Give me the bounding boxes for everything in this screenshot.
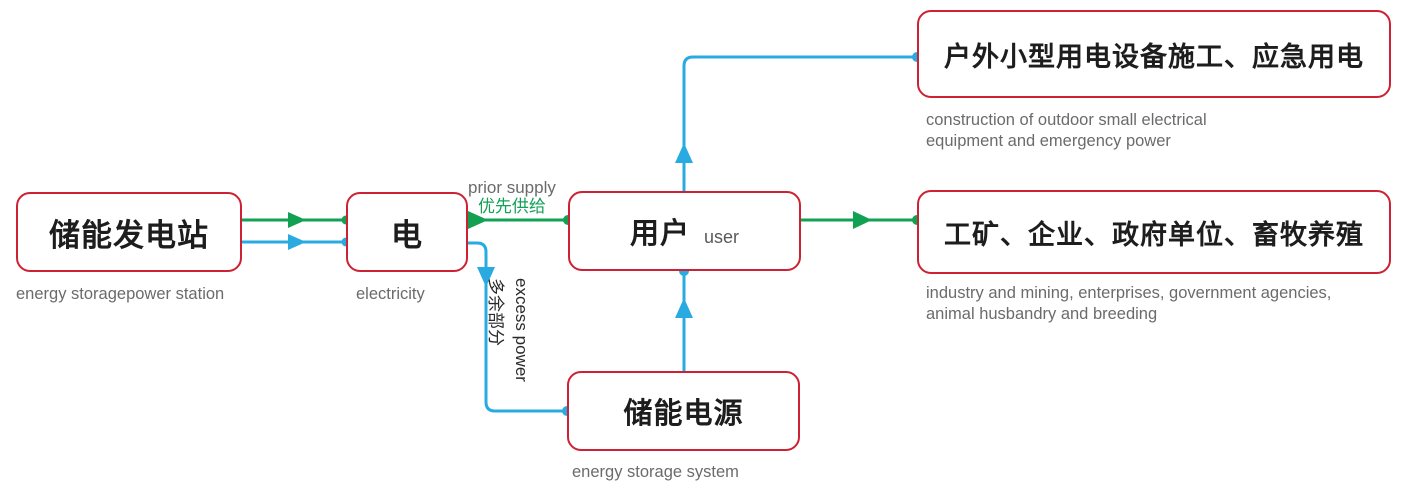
edge-label-excess-power: 多余部分 excess power xyxy=(486,272,607,402)
node-label-en: user xyxy=(704,227,740,247)
node-electricity[interactable]: 电 xyxy=(346,192,468,272)
node-label-cn: 储能电源 xyxy=(623,398,744,430)
node-label-cn: 户外小型用电设备施工、应急用电 xyxy=(944,41,1364,72)
edge-station-to-electricity-blue xyxy=(242,234,351,250)
node-energy-storage-power-station[interactable]: 储能发电站 xyxy=(16,192,242,272)
edge-station-to-electricity-green xyxy=(242,212,351,228)
edge-user-to-industry-green xyxy=(801,211,922,229)
edge-label-prior-supply-cn: 优先供给 xyxy=(477,197,546,216)
node-label-cn: 工矿、企业、政府单位、畜牧养殖 xyxy=(944,219,1364,250)
caption-energy-storage-system: energy storage system xyxy=(572,463,739,481)
node-outdoor-equipment-emergency-power[interactable]: 户外小型用电设备施工、应急用电 xyxy=(917,10,1391,98)
node-user[interactable]: 用户 user xyxy=(568,191,801,271)
node-label-cn: 用户 xyxy=(629,218,690,250)
node-energy-storage-system[interactable]: 储能电源 xyxy=(567,371,800,451)
edge-user-to-outdoor-blue xyxy=(675,52,922,191)
edge-label-excess-power-cn: 多余部分 xyxy=(486,278,505,346)
caption-outdoor-equipment-emergency-power: construction of outdoor small electrical… xyxy=(926,111,1207,150)
edge-label-prior-supply-en: prior supply xyxy=(468,178,556,197)
node-label-cn: 储能发电站 xyxy=(49,217,209,253)
node-industry-enterprise-government-livestock[interactable]: 工矿、企业、政府单位、畜牧养殖 xyxy=(917,190,1391,274)
caption-energy-storage-power-station: energy storagepower station xyxy=(16,285,225,303)
edge-storage-to-user-blue xyxy=(675,266,693,371)
node-label-cn: 电 xyxy=(391,217,423,253)
caption-industry-enterprise-government-livestock: industry and mining, enterprises, govern… xyxy=(926,284,1332,323)
edge-label-excess-power-en: excess power xyxy=(512,278,531,382)
caption-electricity: electricity xyxy=(356,285,425,303)
node-label-cn-wrapper: 用户 user xyxy=(630,210,739,252)
edge-label-prior-supply: prior supply 优先供给 xyxy=(468,178,556,216)
